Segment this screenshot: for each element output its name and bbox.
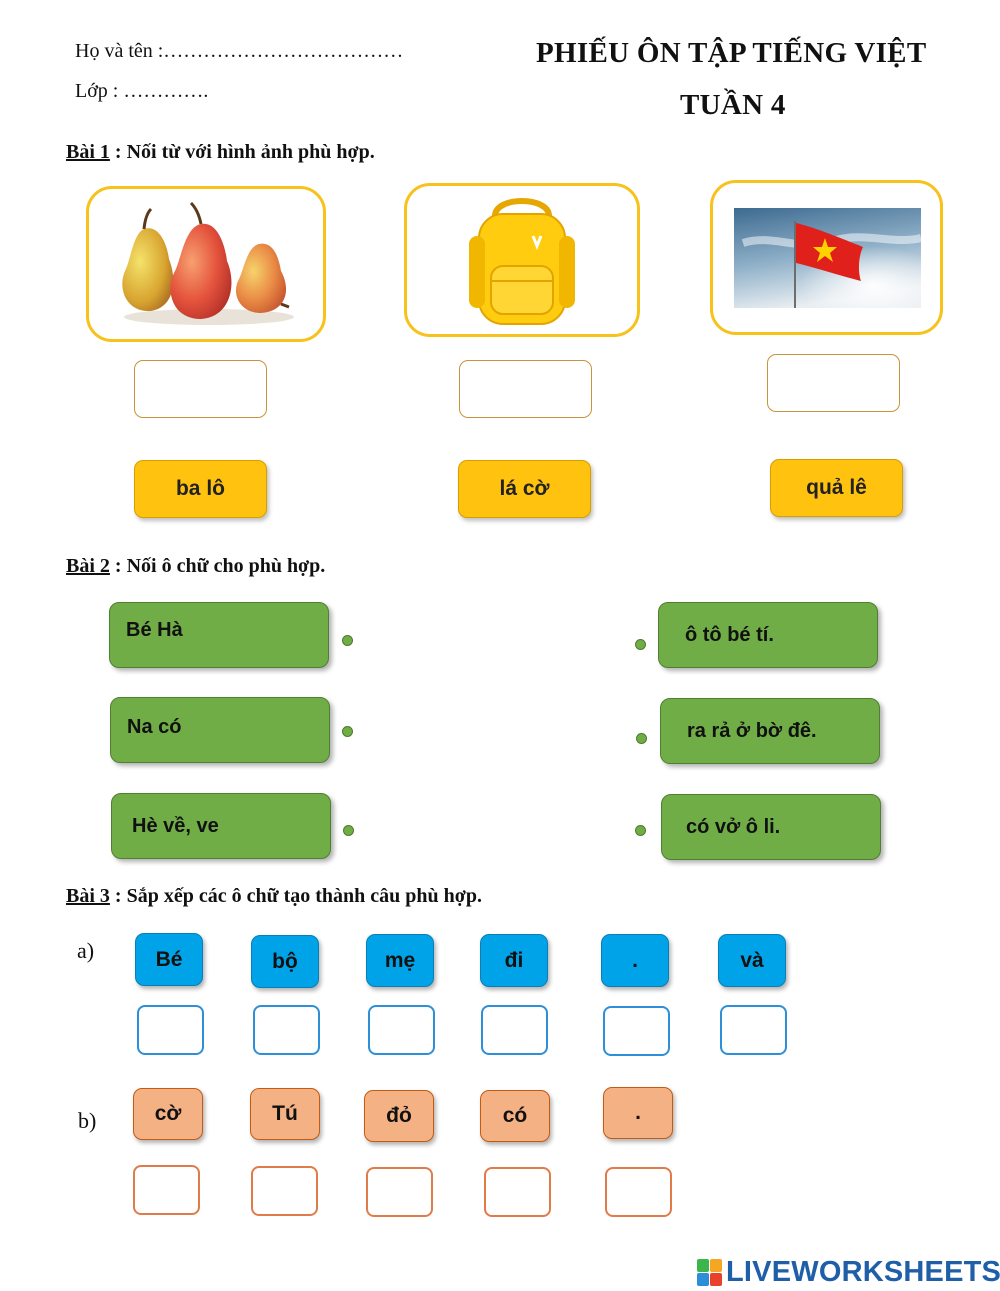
word-tile-b-2[interactable]: Tú	[250, 1088, 320, 1140]
part-b-label: b)	[78, 1108, 97, 1133]
answer-box-2[interactable]	[459, 360, 592, 418]
bai2-heading: Bài 2 : Nối ô chữ cho phù hợp.	[66, 555, 325, 578]
backpack-image	[469, 198, 575, 325]
left-phrase-3[interactable]: Hè về, ve	[111, 793, 331, 859]
word-tile-a-3[interactable]: mẹ	[366, 934, 434, 987]
answer-slot-b-2[interactable]	[251, 1166, 318, 1216]
left-phrase-1[interactable]: Bé Hà	[109, 602, 329, 668]
bai3-instruction: : Sắp xếp các ô chữ tạo thành câu phù hợ…	[109, 885, 482, 907]
right-connector-dot-2[interactable]	[636, 733, 647, 744]
word-tile-b-3[interactable]: đỏ	[364, 1090, 434, 1142]
bai2-instruction: : Nối ô chữ cho phù hợp.	[109, 555, 326, 577]
part-a-label: a)	[77, 938, 95, 963]
answer-slot-a-4[interactable]	[481, 1005, 548, 1055]
right-phrase-2[interactable]: ra rả ở bờ đê.	[660, 698, 880, 764]
bai1-label: Bài 1	[66, 141, 110, 163]
image-frame-1	[86, 186, 326, 342]
left-connector-dot-3[interactable]	[343, 825, 354, 836]
image-frame-2	[404, 183, 640, 337]
word-tile-la-co[interactable]: lá cờ	[458, 460, 591, 518]
answer-slot-a-5[interactable]	[603, 1006, 670, 1056]
left-connector-dot-2[interactable]	[342, 726, 353, 737]
pears-image	[122, 201, 294, 325]
bai1-heading: Bài 1 : Nối từ với hình ảnh phù hợp.	[66, 141, 375, 164]
word-tile-a-6[interactable]: và	[718, 934, 786, 987]
word-tile-a-5[interactable]: .	[601, 934, 669, 987]
answer-slot-b-4[interactable]	[484, 1167, 551, 1217]
answer-slot-a-1[interactable]	[137, 1005, 204, 1055]
answer-slot-a-6[interactable]	[720, 1005, 787, 1055]
name-field-label: Họ và tên :………………………………	[75, 40, 404, 62]
word-tile-qua-le[interactable]: quả lê	[770, 459, 903, 517]
word-tile-b-5[interactable]: .	[603, 1087, 673, 1139]
answer-box-3[interactable]	[767, 354, 900, 412]
answer-slot-b-5[interactable]	[605, 1167, 672, 1217]
word-tile-a-4[interactable]: đi	[480, 934, 548, 987]
answer-slot-a-3[interactable]	[368, 1005, 435, 1055]
word-tile-b-4[interactable]: có	[480, 1090, 550, 1142]
right-phrase-1[interactable]: ô tô bé tí.	[658, 602, 878, 668]
answer-slot-a-2[interactable]	[253, 1005, 320, 1055]
bai3-label: Bài 3	[66, 885, 110, 907]
liveworksheets-brand-text: LIVEWORKSHEETS	[726, 1256, 1000, 1288]
bai2-label: Bài 2	[66, 555, 110, 577]
word-tile-b-1[interactable]: cờ	[133, 1088, 203, 1140]
liveworksheets-logo: LIVEWORKSHEETS	[697, 1256, 1000, 1289]
class-field-label: Lớp : ………….	[75, 80, 209, 102]
worksheet-week: TUẦN 4	[680, 89, 786, 121]
bai1-instruction: : Nối từ với hình ảnh phù hợp.	[109, 141, 375, 163]
word-tile-a-2[interactable]: bộ	[251, 935, 319, 988]
image-frame-3	[710, 180, 943, 335]
word-tile-a-1[interactable]: Bé	[135, 933, 203, 986]
right-connector-dot-3[interactable]	[635, 825, 646, 836]
right-phrase-3[interactable]: có vở ô li.	[661, 794, 881, 860]
bai3-heading: Bài 3 : Sắp xếp các ô chữ tạo thành câu …	[66, 885, 482, 908]
left-connector-dot-1[interactable]	[342, 635, 353, 646]
worksheet-title: PHIẾU ÔN TẬP TIẾNG VIỆT	[536, 37, 927, 69]
right-connector-dot-1[interactable]	[635, 639, 646, 650]
vietnam-flag-image	[734, 208, 922, 308]
left-phrase-2[interactable]: Na có	[110, 697, 330, 763]
word-tile-ba-lo[interactable]: ba lô	[134, 460, 267, 518]
answer-box-1[interactable]	[134, 360, 267, 418]
answer-slot-b-1[interactable]	[133, 1165, 200, 1215]
answer-slot-b-3[interactable]	[366, 1167, 433, 1217]
liveworksheets-logo-icon	[697, 1258, 722, 1286]
